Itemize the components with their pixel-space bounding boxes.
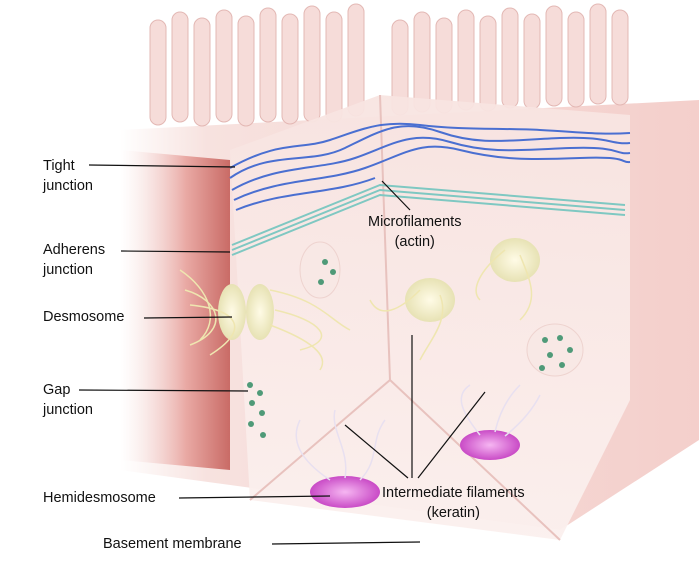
microvilli [149,3,629,127]
leader-lines [78,164,486,545]
gap-junction-channels [247,382,266,438]
label-gap-junction-line2: junction [43,402,93,418]
actin-bands [231,183,626,256]
label-intermediate-filaments-line1: Intermediate filaments [382,485,525,501]
label-gap-junction-line1: Gap [43,382,71,398]
label-tight-junction-line2: junction [43,178,93,194]
label-adherens-junction-line1: Adherens [43,242,106,258]
label-microfilaments: Microfilaments (actin) [368,212,461,252]
keratin-filaments [179,249,533,371]
label-basement-membrane: Basement membrane [103,536,242,552]
label-intermediate-filaments: Intermediate filaments (keratin) [382,483,525,523]
label-gap-junction: Gap junction [43,380,93,420]
label-tight-junction-line1: Tight [43,158,75,174]
cytoplasmic-plaque [405,278,455,322]
label-hemidesmosome: Hemidesmosome [43,490,156,506]
label-microfilaments-line2: (actin) [394,234,435,250]
label-microfilaments-line1: Microfilaments [368,214,462,230]
tight-junction-strands [229,122,631,211]
label-adherens-junction: Adherens junction [43,240,105,280]
label-adherens-junction-line2: junction [43,262,93,278]
label-intermediate-filaments-line2: (keratin) [426,505,480,521]
desmosome-plaque [218,284,246,340]
label-tight-junction: Tight junction [43,156,93,196]
label-desmosome: Desmosome [43,309,125,325]
